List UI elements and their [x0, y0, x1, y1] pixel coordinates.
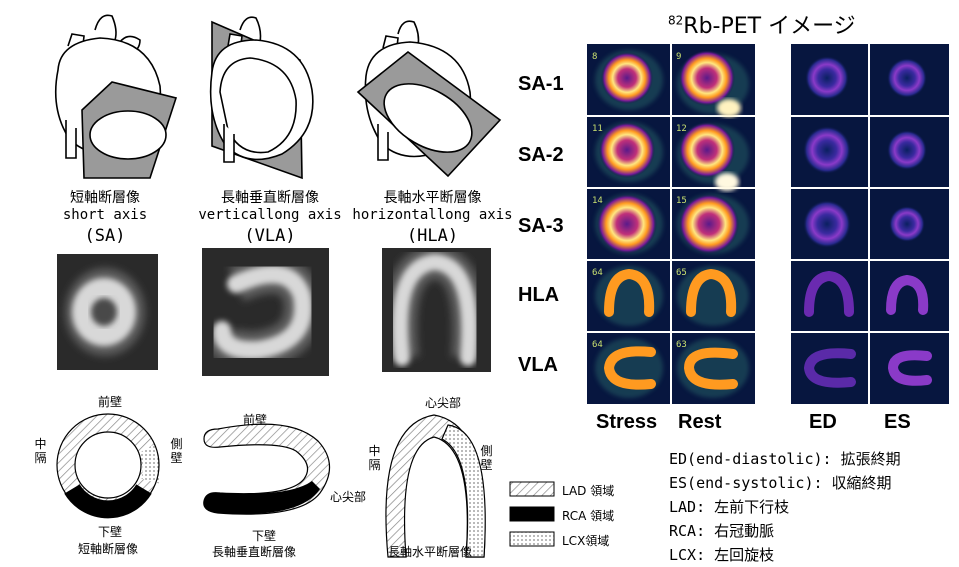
- pet-row-label-hla: HLA: [518, 284, 560, 306]
- frame-number-hla-rest: 65: [676, 268, 687, 278]
- grayscale-scans: [57, 244, 491, 376]
- sa-scan-image: [57, 254, 158, 370]
- lcx-swatch: [509, 531, 555, 547]
- hla-territory-shape: [385, 414, 486, 558]
- frame-number-sa1-stress: 8: [592, 52, 598, 62]
- hla-left-label: 中隔: [368, 444, 381, 472]
- view-sa-en: short axis: [62, 207, 148, 223]
- heart-hla-illustration: [356, 20, 502, 178]
- view-sa-abbr: (SA): [84, 226, 126, 246]
- view-hla-abbr: (HLA): [406, 226, 459, 246]
- sa-bottom-label: 下壁: [98, 525, 123, 539]
- frame-number-hla-stress: 64: [592, 268, 603, 278]
- view-hla-jp: 長軸水平断層像: [383, 190, 482, 206]
- glossary-lad: LAD: 左前下行枝: [669, 498, 790, 516]
- hla-top-label: 心尖部: [425, 396, 462, 410]
- heart-illustrations: [54, 14, 502, 180]
- vla-caption: 長軸垂直断層像: [212, 545, 297, 559]
- frame-number-vla-stress: 64: [592, 340, 603, 350]
- view-vla-jp: 長軸垂直断層像: [221, 190, 319, 206]
- pet-cool-rings: [803, 56, 932, 388]
- view-hla-en: horizontallong axis: [352, 207, 513, 223]
- vla-bottom-label: 下壁: [252, 529, 277, 543]
- heart-sa-illustration: [54, 14, 178, 179]
- vla-top-label: 前壁: [243, 413, 268, 427]
- legend-swatches: [509, 481, 555, 547]
- pet-row-label-sa2: SA-2: [518, 144, 564, 166]
- glossary-es: ES(end-systolic): 収縮終期: [669, 474, 892, 492]
- frame-number-vla-rest: 63: [676, 340, 687, 350]
- pet-column-label-ed: ED: [809, 411, 837, 433]
- legend-lad-label: LAD 領域: [562, 484, 615, 498]
- rca-swatch: [509, 506, 555, 522]
- frame-number-sa1-rest: 9: [676, 52, 682, 62]
- legend-rca-label: RCA 領域: [562, 509, 615, 523]
- vla-territory-shape: [203, 423, 331, 515]
- lad-swatch: [509, 481, 555, 497]
- view-vla-abbr: (VLA): [244, 226, 296, 246]
- vla-scan-image: [202, 248, 329, 376]
- pet-title-isotope-number: 82: [668, 13, 684, 28]
- glossary-rca: RCA: 右冠動脈: [669, 522, 775, 540]
- pet-column-label-rest: Rest: [678, 411, 722, 433]
- view-vla-en: verticallong axis: [198, 207, 342, 223]
- sa-left-label: 中隔: [34, 437, 47, 465]
- view-sa-jp: 短軸断層像: [70, 190, 140, 206]
- pet-title: 82Rb-PET イメージ: [668, 8, 856, 40]
- frame-number-sa2-rest: 12: [676, 124, 687, 134]
- hla-right-label: 側壁: [480, 444, 493, 472]
- pet-row-label-sa1: SA-1: [518, 73, 564, 95]
- glossary-lcx: LCX: 左回旋枝: [669, 546, 775, 564]
- sa-right-label: 側壁: [170, 437, 183, 465]
- legend-lcx-label: LCX領域: [562, 534, 610, 548]
- heart-vla-illustration: [209, 16, 314, 180]
- pet-title-text: Rb-PET イメージ: [683, 14, 856, 39]
- frame-number-sa3-stress: 14: [592, 196, 603, 206]
- glossary-ed: ED(end-diastolic): 拡張終期: [669, 450, 901, 468]
- vla-right-label: 心尖部: [330, 490, 367, 504]
- hla-scan-image: [382, 244, 491, 372]
- pet-hot-rings: [597, 50, 741, 390]
- pet-column-label-es: ES: [884, 411, 911, 433]
- pet-image-grid: [587, 44, 949, 404]
- sa-caption: 短軸断層像: [78, 542, 139, 556]
- frame-number-sa2-stress: 11: [592, 124, 603, 134]
- sa-top-label: 前壁: [98, 395, 123, 409]
- frame-number-sa3-rest: 15: [676, 196, 687, 206]
- territory-diagrams: [56, 413, 486, 558]
- pet-row-label-vla: VLA: [518, 354, 558, 376]
- hla-caption: 長軸水平断層像: [388, 545, 473, 559]
- pet-row-label-sa3: SA-3: [518, 215, 564, 237]
- sa-territory-ring: [56, 413, 161, 519]
- pet-column-label-stress: Stress: [596, 411, 658, 433]
